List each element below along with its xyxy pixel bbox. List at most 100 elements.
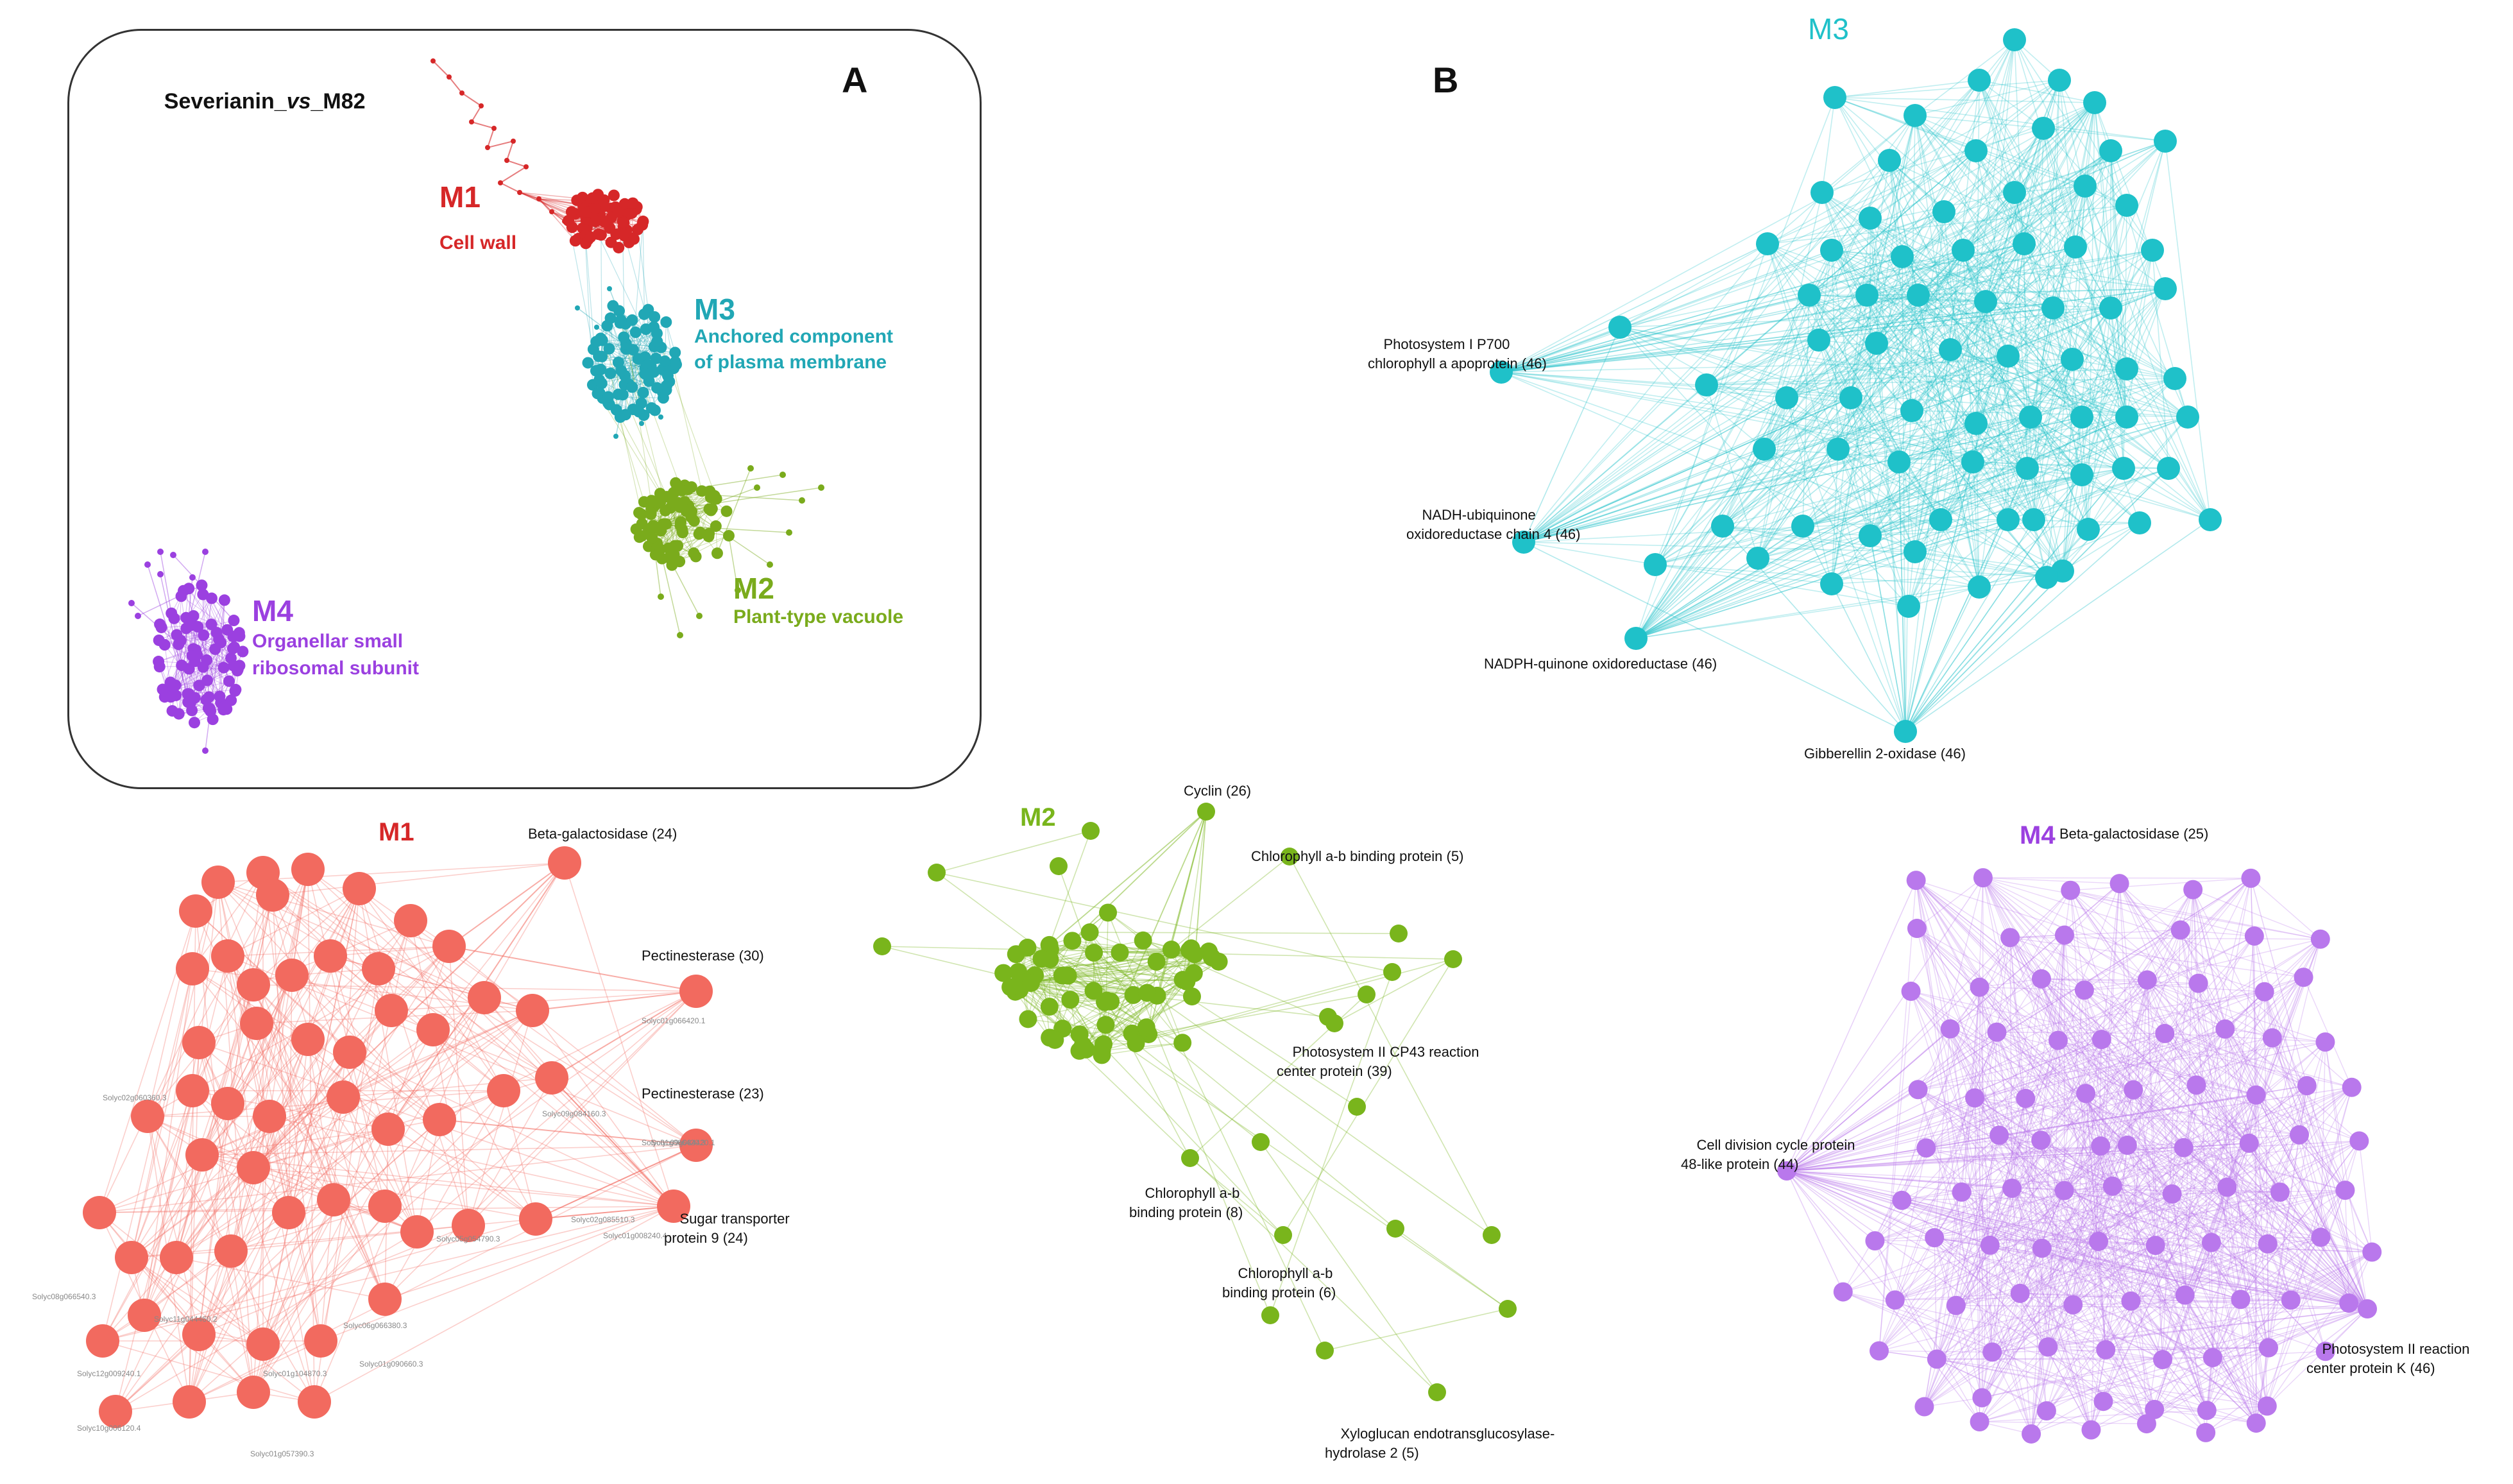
a-m4-tail-edge	[147, 564, 189, 694]
a-m3-node	[593, 374, 606, 386]
m3-edge	[2075, 246, 2111, 309]
m4-edge	[2299, 1134, 2346, 1191]
m3-edge	[1809, 294, 2127, 418]
m4-edge	[2195, 1084, 2250, 1144]
m1-edge	[288, 1039, 309, 1213]
m4-edge	[2147, 979, 2300, 1136]
m3-edge	[1837, 185, 2086, 450]
m1-edge	[147, 1116, 289, 1213]
m4-edge	[2324, 1041, 2368, 1309]
m3-edge	[1972, 461, 2124, 469]
m4-edge	[1915, 880, 1983, 1398]
a-m1-tail-edge	[551, 211, 565, 222]
m4-node	[2081, 1420, 2101, 1440]
m3-hub-edge	[1523, 339, 1819, 543]
m4-edge	[1934, 1237, 1957, 1306]
m2-edge	[1025, 979, 1183, 984]
m3-edge	[1722, 141, 2166, 527]
m3-edge	[1902, 256, 1906, 732]
m1-edge	[330, 946, 450, 957]
m4-edge	[1926, 1147, 2172, 1195]
a-m1-node	[631, 223, 643, 235]
m4-edge	[1979, 1190, 2346, 1422]
a-m3-edge	[609, 333, 658, 349]
m2-node	[1358, 985, 1376, 1003]
m3-edge	[1501, 217, 1871, 373]
m4-edge	[1974, 1098, 1981, 1422]
m1-edge	[131, 1257, 264, 1345]
m3-edge	[1866, 294, 2073, 360]
a-m4-edge	[205, 649, 216, 700]
m2-out-edge	[936, 872, 1111, 1002]
a-m2-tail-node	[754, 484, 760, 491]
m4-edge	[1875, 1134, 2300, 1241]
m4-edge	[1843, 1291, 2256, 1424]
m3-edge	[1809, 294, 1980, 588]
m4-edge	[1923, 1145, 2128, 1407]
m3-edge	[1655, 474, 2083, 565]
m4-edge	[1979, 987, 2113, 1187]
a-m4-edge	[164, 624, 212, 645]
a-m1-edge	[538, 198, 577, 201]
m1-node	[253, 1100, 286, 1133]
m4-edge	[1981, 878, 1984, 1398]
m3-edge	[2126, 250, 2153, 370]
m4-edge	[2279, 1191, 2326, 1352]
m4-edge	[2072, 1243, 2268, 1306]
m3-edge	[1914, 551, 2047, 578]
m4-edge	[2195, 977, 2304, 1086]
m3-edge	[1975, 150, 2025, 244]
m4-edge	[2041, 978, 2360, 1141]
a-m4-node	[173, 708, 185, 720]
m3-edge	[1501, 359, 2073, 373]
m3-edge	[1850, 397, 1900, 463]
m4-edge	[2256, 1190, 2346, 1424]
m3-node	[1865, 332, 1888, 355]
m3-edge	[1821, 192, 2028, 469]
m1-edge	[343, 1096, 386, 1207]
annotation-line: center protein K (46)	[2306, 1360, 2435, 1376]
panel-a-frame	[67, 29, 982, 789]
m2-edge	[1049, 932, 1091, 1038]
m1-edge	[227, 920, 411, 1104]
m3-edge	[1870, 416, 2127, 536]
m4-edge	[2299, 1087, 2353, 1136]
m1-edge	[227, 955, 331, 1104]
m4-node	[2036, 1401, 2056, 1420]
m4-edge	[1902, 977, 2304, 1201]
m4-edge	[1936, 1358, 2207, 1411]
m1-edge	[227, 955, 289, 1213]
a-m2-node	[676, 499, 688, 511]
m1-edge	[176, 894, 273, 1258]
m4-edge	[1786, 1170, 2213, 1358]
m2-edge	[1018, 953, 1195, 973]
m1-node	[185, 1138, 219, 1172]
m1-edge	[262, 872, 552, 1079]
m1-edge	[468, 1077, 552, 1226]
a-m1-tail-edge	[448, 76, 463, 94]
a-m1-node	[618, 216, 630, 228]
m3-edge	[1870, 217, 1916, 552]
m3-node	[2041, 296, 2065, 320]
m3-edge	[1802, 474, 2083, 527]
m3-edge	[1764, 150, 2111, 450]
m1-edge	[262, 1199, 334, 1345]
m3-edge	[1821, 128, 2044, 193]
m2-edge	[1089, 932, 1195, 974]
m4-edge	[1974, 1098, 1993, 1352]
m2-node	[1162, 941, 1180, 959]
m3-edge	[1979, 80, 2111, 309]
a-m2-tail-node	[799, 497, 805, 504]
m4-edge	[2127, 1145, 2242, 1300]
m4-node	[2155, 1023, 2175, 1043]
m4-edge	[1950, 1028, 2155, 1410]
m4-node	[2117, 1135, 2137, 1155]
a-m3-node	[615, 314, 627, 326]
m1-edge	[484, 997, 552, 1079]
m3-edge	[2014, 39, 2188, 418]
m3-hub-edge	[1635, 461, 1973, 639]
m4-edge	[2009, 937, 2047, 1412]
m4-edge	[2091, 1351, 2326, 1431]
m4-edge	[1996, 1032, 2026, 1099]
